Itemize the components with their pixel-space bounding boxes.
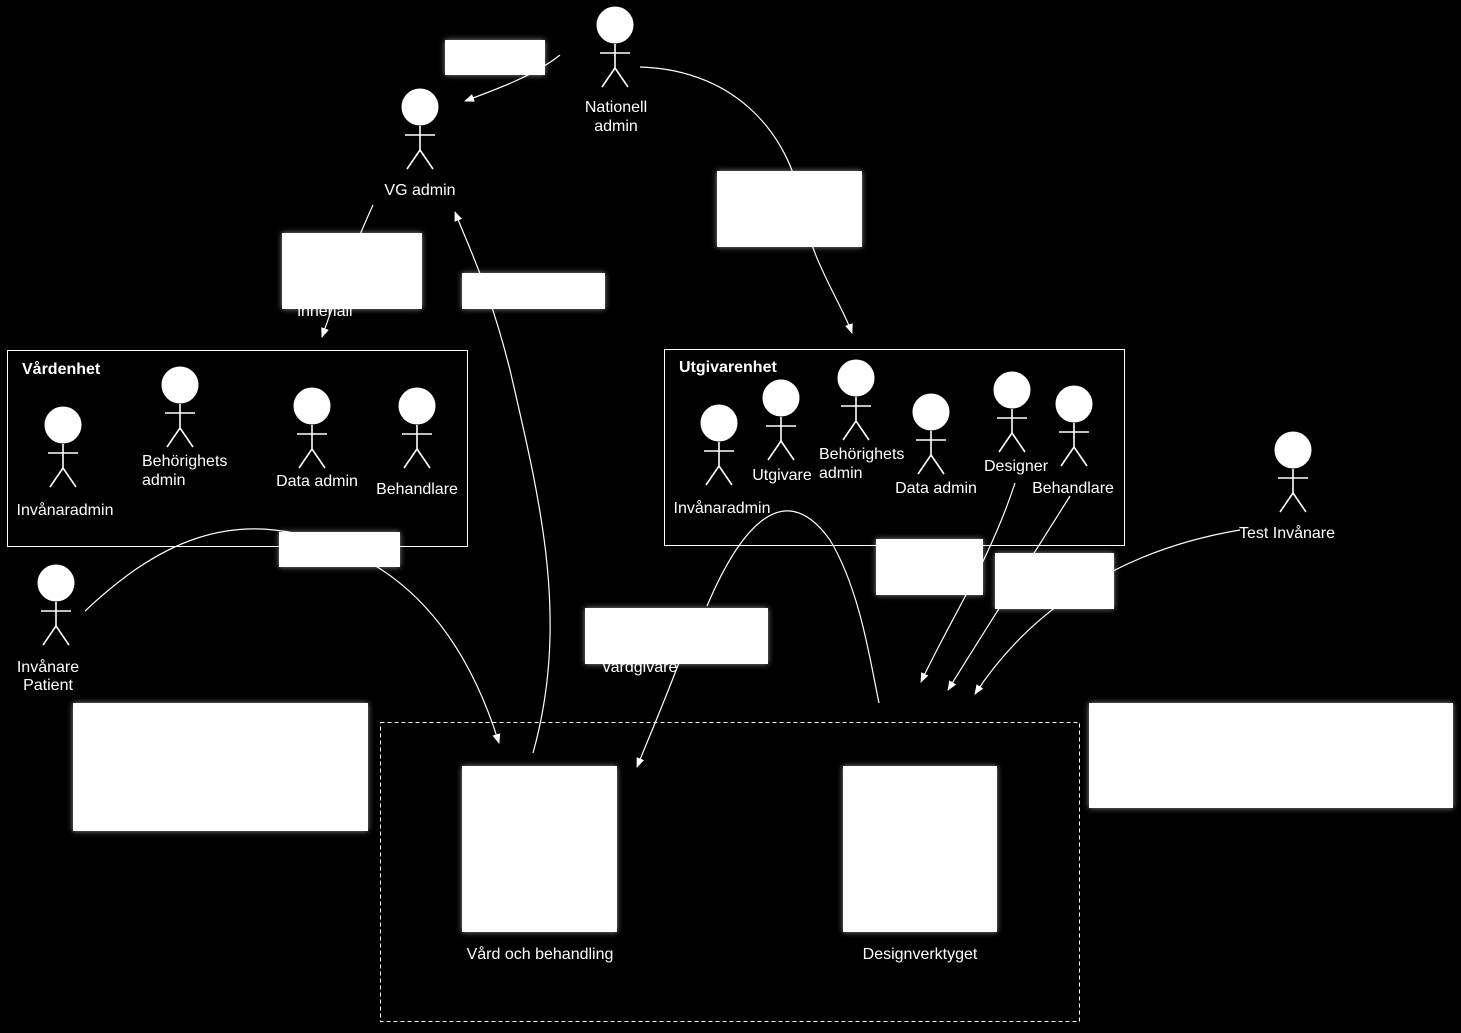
actor-vg-admin-label: VG admin <box>384 182 455 199</box>
blank-box-6 <box>876 539 983 595</box>
blank-box-4 <box>462 273 605 309</box>
actor-vg-admin <box>400 87 440 170</box>
actor-utgivarenhet-utgivare <box>761 378 801 461</box>
actor-vardenhet-invanaradmin <box>43 405 83 488</box>
edge-nationell-to-vgadmin <box>464 54 561 102</box>
blank-box-1 <box>445 40 545 75</box>
vardenhet-behandlare-label: Behandlare <box>376 481 458 498</box>
actor-utgivarenhet-invanaradmin <box>699 403 739 486</box>
utgivarenhet-invanaradmin-label: Invånaradmin <box>674 499 771 517</box>
actor-utgivarenhet-behorighetsadmin <box>836 358 876 441</box>
utgivarenhet-data-admin-label: Data admin <box>895 480 977 497</box>
utgivarenhet-utgivare-label: Utgivare <box>752 467 812 484</box>
actor-utgivarenhet-behandlare <box>1054 384 1094 467</box>
vardenhet-frame <box>7 350 468 547</box>
actor-test-invanare <box>1273 430 1313 513</box>
blank-box-7 <box>995 553 1114 609</box>
actor-vardenhet-behandlare <box>397 386 437 469</box>
utgivarenhet-behandlare-label: Behandlare <box>1032 480 1114 497</box>
vardenhet-data-admin-label: Data admin <box>276 473 358 490</box>
blank-box-10 <box>1089 703 1453 808</box>
blank-box-9 <box>73 703 368 831</box>
blank-label-boxes <box>73 40 1453 831</box>
blank-box-2 <box>717 171 862 247</box>
actor-utgivarenhet-data-admin <box>911 392 951 475</box>
blank-box-3 <box>282 233 422 309</box>
utgivarenhet-designer-label: Designer <box>984 458 1049 475</box>
edge-vardgivare-to-vard <box>636 659 681 768</box>
blank-box-5 <box>279 532 400 567</box>
blank-box-8 <box>585 608 768 664</box>
system-boundary <box>380 722 1080 1022</box>
vardenhet-title: Vårdenhet <box>22 360 101 378</box>
system-design-label: Designverktyget <box>863 946 978 963</box>
actor-nationell-admin <box>595 5 635 88</box>
system-vard-label: Vård och behandling <box>467 945 614 963</box>
edge-vard-to-vgadmin <box>454 211 551 754</box>
actor-vardenhet-data-admin <box>292 386 332 469</box>
actor-vardenhet-behorighetsadmin <box>160 365 200 448</box>
system-vard-box <box>462 766 617 932</box>
actor-utgivarenhet-designer <box>992 370 1032 453</box>
vardenhet-invanaradmin-label: Invånaradmin <box>17 501 114 519</box>
actor-test-invanare-label: Test Invånare <box>1239 524 1335 542</box>
utgivarenhet-title: Utgivarenhet <box>679 359 777 376</box>
edge-utgivarenhet-to-vard <box>706 510 880 704</box>
actor-invanare-patient <box>36 563 76 646</box>
system-design-box <box>843 766 997 932</box>
